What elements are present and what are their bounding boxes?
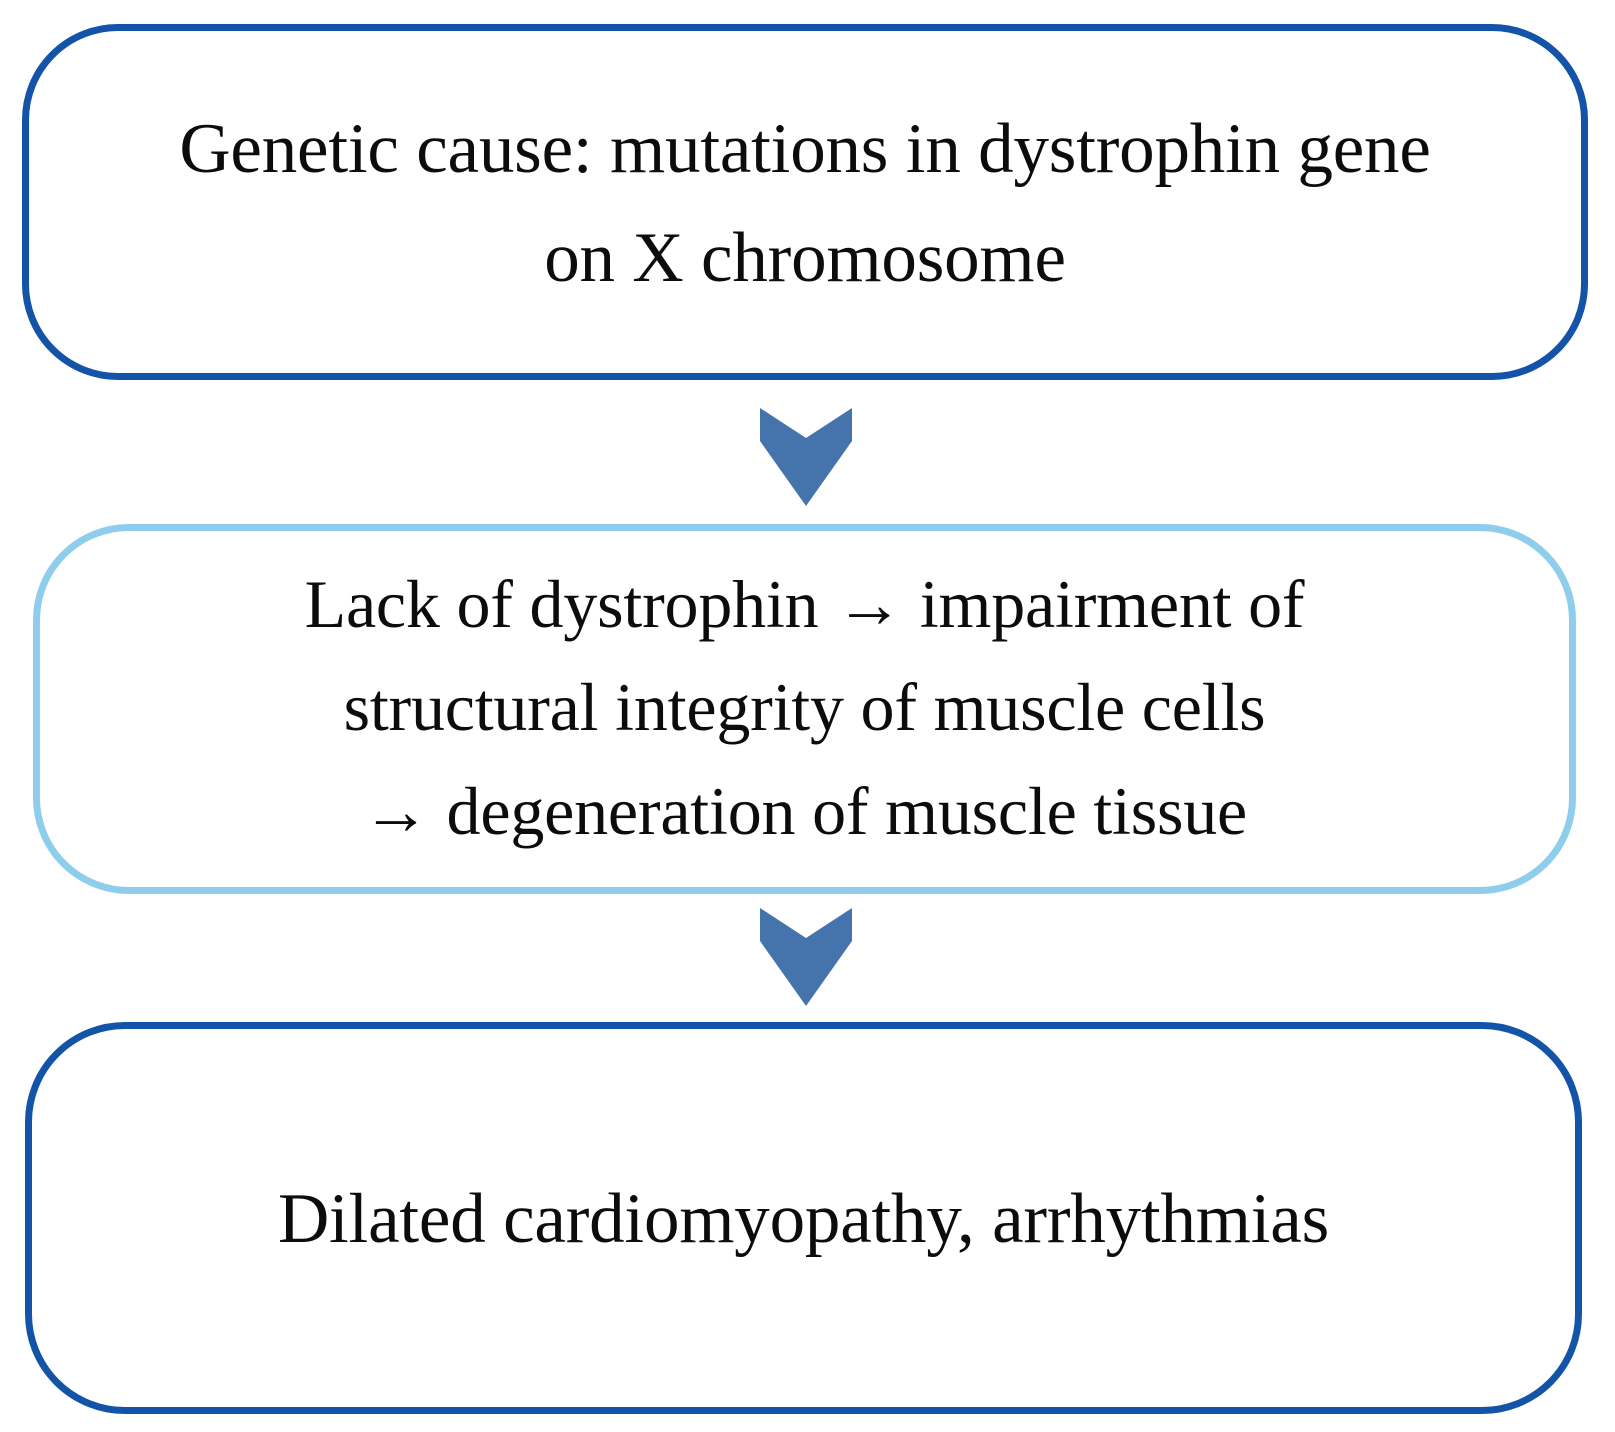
chevron-down-arrow-icon-2 [760, 908, 852, 1006]
flowchart-node-dilated-cardiomyopathy[interactable]: Dilated cardiomyopathy, arrhythmias [25, 1022, 1582, 1414]
flowchart-node-genetic-cause[interactable]: Genetic cause: mutations in dystrophin g… [22, 24, 1588, 380]
node-lack-dystrophin-line-1: Lack of dystrophin → impairment of [304, 565, 1305, 642]
flowchart-node-genetic-cause-label: Genetic cause: mutations in dystrophin g… [65, 95, 1545, 312]
node-genetic-cause-line-1: Genetic cause: mutations in dystrophin g… [179, 110, 1431, 189]
node-genetic-cause-line-2: on X chromosome [544, 219, 1066, 297]
flowchart-node-lack-dystrophin-label: Lack of dystrophin → impairment of struc… [85, 553, 1525, 863]
node-lack-dystrophin-line-3: → degeneration of muscle tissue [361, 772, 1248, 849]
flowchart-node-dilated-cardiomyopathy-label: Dilated cardiomyopathy, arrhythmias [84, 1166, 1524, 1273]
flowchart-node-lack-dystrophin[interactable]: Lack of dystrophin → impairment of struc… [33, 524, 1576, 894]
chevron-down-arrow-icon-1 [760, 408, 852, 506]
node-dilated-cardiomyopathy-line-1: Dilated cardiomyopathy, arrhythmias [277, 1179, 1330, 1258]
node-lack-dystrophin-line-2: structural integrity of muscle cells [343, 669, 1266, 746]
